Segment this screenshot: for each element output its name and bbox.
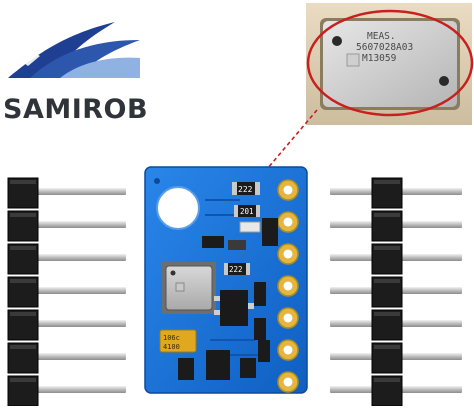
tantalum-capacitor: 106c 4100 bbox=[159, 329, 197, 353]
resistor-code-label: 222 bbox=[238, 185, 253, 194]
left-header-pin bbox=[20, 188, 126, 195]
zoom-chip-line-1: MEAS. bbox=[367, 31, 396, 42]
pressure-sensor-chip bbox=[162, 262, 216, 314]
left-header-pin bbox=[20, 221, 126, 228]
brand-logo bbox=[8, 22, 140, 78]
sensor-board: 222 201 222 106c bbox=[144, 166, 308, 394]
capacitor-label: 106c bbox=[163, 334, 180, 342]
resistor-code-alt-label: 201 bbox=[240, 207, 254, 216]
left-header-pin bbox=[20, 287, 126, 294]
left-header-pin bbox=[20, 254, 126, 261]
left-header-pin bbox=[20, 353, 126, 360]
right-pin-header bbox=[330, 177, 462, 407]
resistor-code-label-2: 222 bbox=[229, 265, 243, 274]
zoom-chip-line-3: M13059 bbox=[362, 53, 397, 64]
zoom-inset bbox=[306, 3, 474, 125]
zoom-chip-line-2: 5607028A03 bbox=[356, 42, 414, 53]
resistor-smd-alt: 201 bbox=[234, 205, 260, 217]
resistor-smd: 222 bbox=[232, 182, 260, 195]
capacitor-code: 4100 bbox=[163, 343, 180, 351]
left-header-pin bbox=[20, 320, 126, 327]
left-pin-header bbox=[7, 177, 126, 407]
brand-name: SAMIROB bbox=[3, 94, 149, 125]
left-header-pin bbox=[20, 386, 126, 393]
board-pads bbox=[277, 179, 299, 393]
resistor-smd-2: 222 bbox=[224, 263, 250, 275]
regulator-ic bbox=[214, 290, 254, 326]
